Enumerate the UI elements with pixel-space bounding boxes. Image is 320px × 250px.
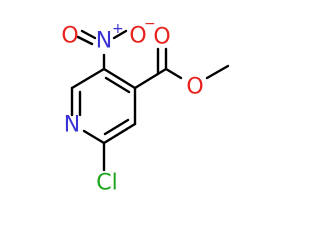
molecule-canvas: O N + O − N Cl O O <box>61 16 230 196</box>
bond-c6-n <box>82 129 106 145</box>
bond-carbonyl-ether-o <box>164 67 183 80</box>
bond-c2-c3 <box>70 67 106 90</box>
ring-nitrogen-label: N <box>64 113 80 138</box>
bond-c4-carbonyl <box>133 67 168 90</box>
nitro-nitrogen-label: N <box>96 29 112 54</box>
ether-oxygen-label: O <box>186 75 203 100</box>
bond-c3-c4-double <box>104 76 131 94</box>
nitro-oxygen-charge: − <box>144 16 156 32</box>
bond-c5-c6-double <box>103 118 130 136</box>
chlorine-label: Cl <box>96 171 117 196</box>
bond-nitro-n-o1-double <box>76 35 94 46</box>
bond-c3-c4 <box>102 67 137 90</box>
nitro-nitrogen-charge: + <box>112 21 124 37</box>
nitro-oxygen-label-1: O <box>61 24 78 49</box>
bond-c5-c6 <box>102 122 137 145</box>
nitro-oxygen-label-2: O <box>129 24 146 49</box>
bond-ether-o-methyl <box>205 64 230 80</box>
carbonyl-oxygen-label: O <box>153 25 170 50</box>
bond-nitro-n-o2 <box>112 29 128 40</box>
bond-nitro-n-o1 <box>80 29 97 40</box>
structure-diagram: O N + O − N Cl O O <box>61 16 230 196</box>
